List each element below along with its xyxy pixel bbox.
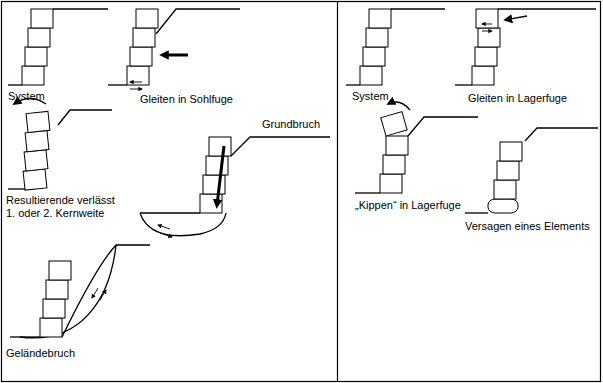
wall-toppling bbox=[386, 136, 408, 155]
wall-bearing-failure bbox=[160, 233, 172, 237]
panel-divider bbox=[337, 2, 338, 382]
wall-sliding-joint bbox=[475, 47, 497, 66]
wall-system bbox=[8, 84, 22, 85]
wall-tilting bbox=[8, 99, 112, 191]
wall-toppling bbox=[383, 155, 405, 174]
wall-sliding-joint bbox=[455, 9, 596, 85]
wall-tilting bbox=[8, 188, 25, 189]
wall-system bbox=[8, 9, 108, 85]
wall-sliding-base bbox=[136, 9, 158, 28]
wall-sliding-joint bbox=[482, 31, 492, 32]
wall-toppling bbox=[355, 192, 380, 193]
wall-sliding-joint bbox=[498, 8, 596, 9]
caption-label: System bbox=[8, 90, 45, 103]
wall-system bbox=[360, 66, 382, 85]
wall-sliding-base bbox=[130, 47, 152, 66]
caption-label: Gleiten in Lagerfuge bbox=[468, 92, 567, 105]
caption-label: System bbox=[352, 90, 389, 103]
wall-sliding-joint bbox=[505, 16, 527, 20]
wall-slope-failure bbox=[46, 280, 68, 299]
wall-system bbox=[53, 8, 108, 9]
wall-slope-failure bbox=[100, 290, 106, 300]
wall-system bbox=[363, 47, 385, 66]
caption-label: Geländebruch bbox=[6, 347, 75, 360]
wall-toppling bbox=[355, 102, 478, 193]
wall-bearing-failure bbox=[217, 146, 224, 205]
wall-element-failure bbox=[497, 161, 519, 180]
wall-slope-failure bbox=[10, 245, 150, 338]
wall-tilting bbox=[25, 131, 49, 152]
wall-element-failure bbox=[465, 212, 488, 213]
wall-bearing-failure bbox=[140, 213, 226, 236]
caption-label: Gleiten in Sohlfuge bbox=[140, 93, 233, 106]
wall-system bbox=[22, 66, 44, 85]
wall-toppling bbox=[408, 117, 478, 136]
wall-toppling bbox=[381, 112, 407, 136]
wall-tilting bbox=[23, 169, 47, 190]
wall-system bbox=[31, 9, 53, 28]
wall-system bbox=[391, 8, 445, 9]
wall-bearing-failure bbox=[140, 137, 330, 237]
wall-sliding-joint bbox=[472, 66, 494, 85]
wall-bearing-failure bbox=[140, 212, 200, 213]
wall-sliding-base bbox=[108, 84, 127, 85]
wall-slope-failure bbox=[49, 261, 71, 280]
wall-system bbox=[28, 28, 50, 47]
wall-tilting bbox=[26, 111, 50, 132]
wall-system bbox=[346, 9, 445, 85]
wall-slope-failure bbox=[43, 299, 65, 318]
wall-sliding-base bbox=[156, 9, 240, 34]
wall-element-failure bbox=[494, 180, 516, 199]
wall-sliding-joint bbox=[482, 24, 492, 25]
wall-slope-failure bbox=[20, 245, 116, 338]
wall-bearing-failure bbox=[209, 137, 231, 156]
wall-sliding-base bbox=[133, 28, 155, 47]
wall-element-failure bbox=[525, 128, 598, 141]
wall-system bbox=[369, 9, 391, 28]
wall-bearing-failure bbox=[206, 156, 228, 175]
wall-element-failure bbox=[500, 142, 522, 161]
wall-sliding-joint bbox=[478, 28, 500, 47]
caption-label: Versagen eines Elements bbox=[465, 220, 590, 233]
wall-sliding-base bbox=[130, 89, 142, 90]
wall-system bbox=[25, 47, 47, 66]
wall-bearing-failure bbox=[231, 137, 330, 156]
caption-label: Grundbruch bbox=[262, 118, 320, 131]
wall-sliding-base bbox=[130, 82, 142, 83]
wall-sliding-base bbox=[108, 9, 240, 89]
wall-element-failure bbox=[465, 128, 598, 213]
caption-label: „Kippen“ in Lagerfuge bbox=[355, 199, 461, 212]
wall-system bbox=[366, 28, 388, 47]
wall-bearing-failure bbox=[158, 225, 170, 229]
wall-slope-failure bbox=[92, 288, 98, 298]
wall-slope-failure bbox=[40, 318, 62, 337]
wall-tilting bbox=[24, 150, 48, 171]
wall-sliding-base bbox=[127, 66, 149, 85]
wall-toppling bbox=[388, 102, 410, 110]
wall-tilting bbox=[58, 110, 112, 125]
wall-tilting bbox=[17, 111, 56, 190]
wall-element-failure bbox=[488, 199, 518, 213]
wall-sliding-joint bbox=[455, 84, 472, 85]
caption-label: Resultierende verlässt 1. oder 2. Kernwe… bbox=[6, 194, 122, 220]
wall-slope-failure bbox=[62, 245, 150, 337]
wall-toppling bbox=[380, 174, 402, 193]
wall-system bbox=[346, 84, 360, 85]
wall-sliding-base bbox=[163, 54, 188, 57]
wall-sliding-joint bbox=[476, 9, 498, 28]
